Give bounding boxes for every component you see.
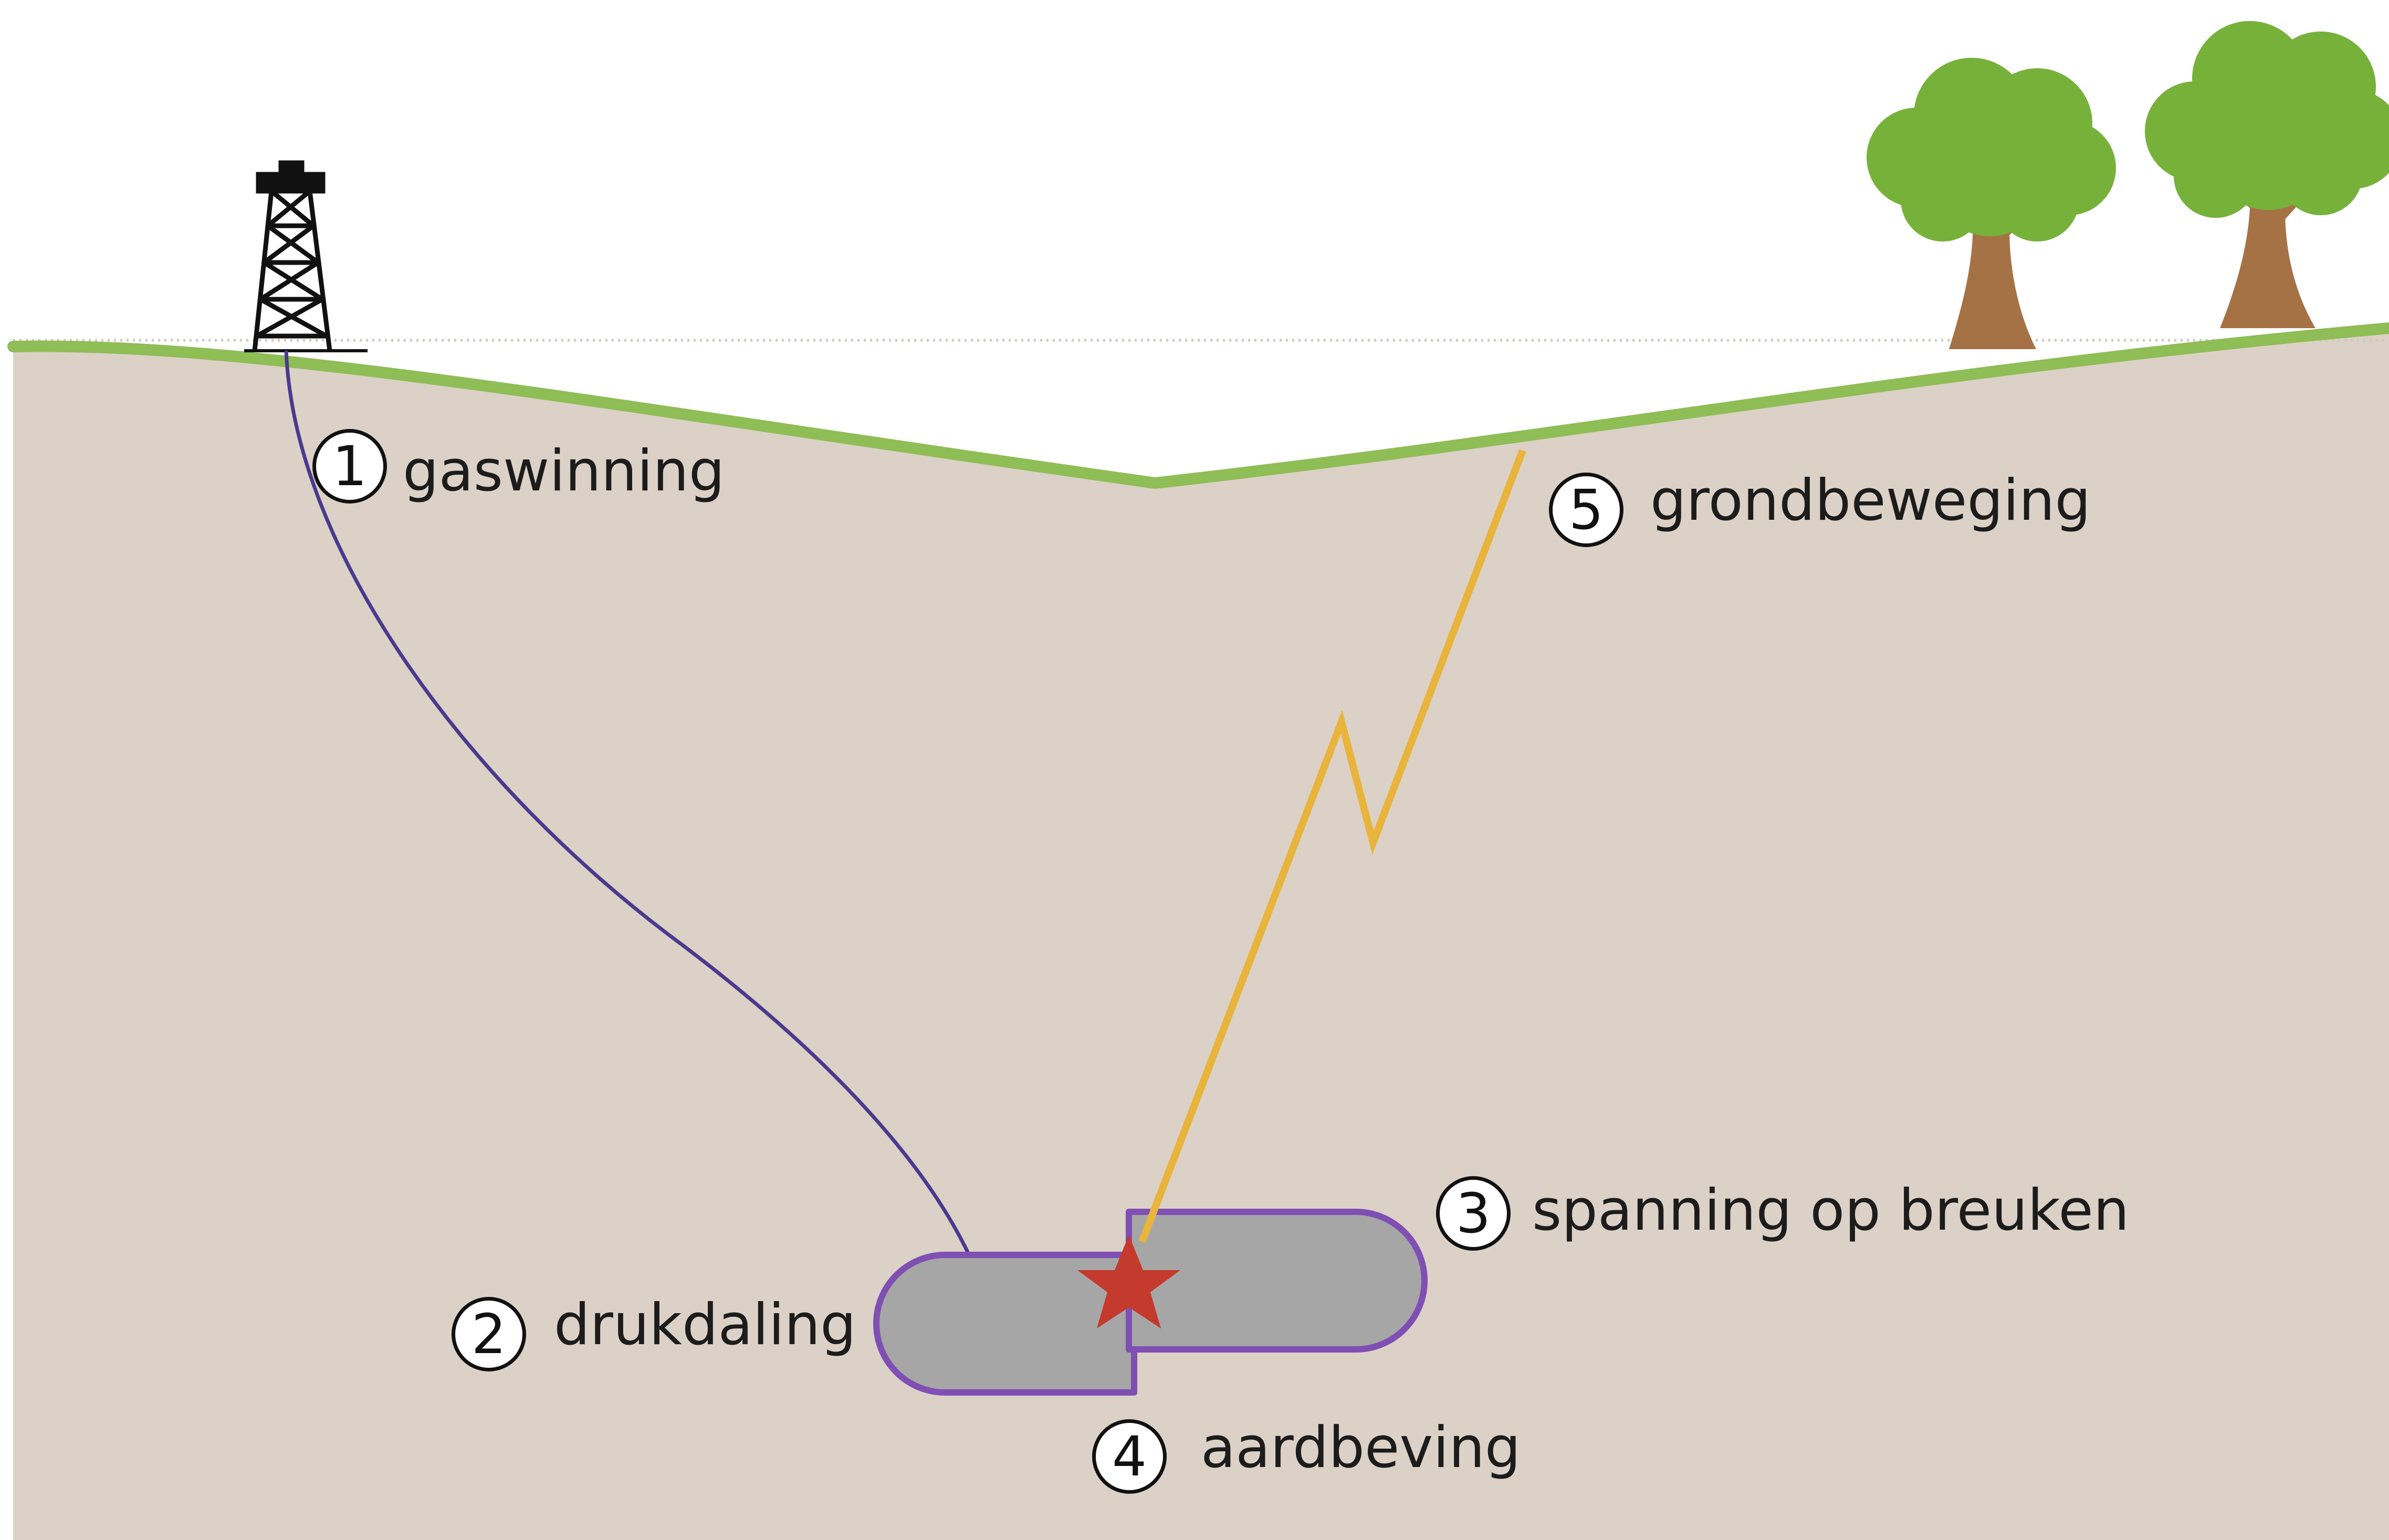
step-4-number: 4 xyxy=(1092,1419,1167,1494)
step-1-label: gaswinning xyxy=(403,438,725,504)
well-path xyxy=(284,350,972,1259)
earthquake-star-icon xyxy=(1077,1235,1180,1328)
ground-surface-line xyxy=(7,322,2389,489)
step-1-number: 1 xyxy=(312,429,387,504)
reservoir-block-right xyxy=(1126,1209,1428,1353)
step-4-label: aardbeving xyxy=(1201,1415,1521,1481)
step-2-label: drukdaling xyxy=(554,1292,856,1358)
reservoir-block-left xyxy=(873,1252,1137,1396)
tree-icon xyxy=(2145,21,2389,328)
drilling-rig-icon xyxy=(244,160,368,352)
tree-icon xyxy=(1867,58,2116,349)
step-3-label: spanning op breuken xyxy=(1532,1178,2130,1243)
step-2-number: 2 xyxy=(452,1297,526,1371)
step-5-label: grondbeweging xyxy=(1650,468,2091,533)
ground xyxy=(13,328,2389,1540)
step-3-number: 3 xyxy=(1436,1176,1511,1251)
step-5-number: 5 xyxy=(1549,473,1623,547)
ground-motion-lightning xyxy=(1138,449,1526,1243)
